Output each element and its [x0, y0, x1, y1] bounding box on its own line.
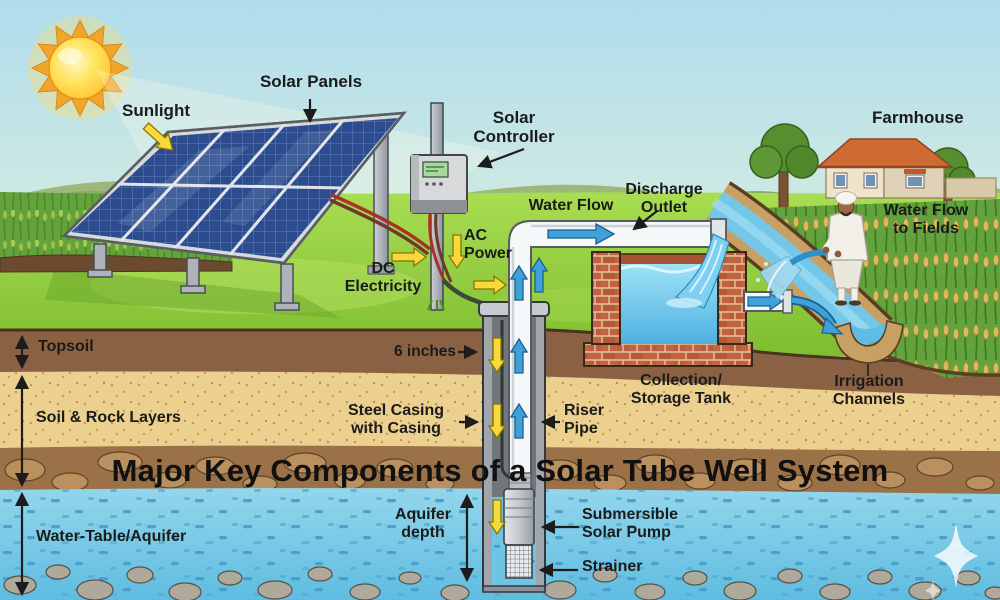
label-six-inches: 6 inches — [394, 343, 457, 360]
blue-flow-arrows — [509, 222, 616, 439]
label-sunlight: Sunlight — [122, 101, 190, 120]
label-aquifer-depth: Aquifer depth — [395, 506, 451, 541]
label-discharge-outlet: Discharge Outlet — [625, 181, 703, 216]
farmer-illustration — [756, 191, 869, 306]
label-solar-controller: Solar Controller — [473, 108, 555, 147]
label-ac-power: AC Power — [464, 227, 513, 262]
label-steel-casing: Steel Casing with Casing — [347, 402, 445, 437]
storage-tank — [583, 251, 753, 367]
solar-panel-array — [61, 111, 407, 311]
label-strainer: Strainer — [582, 558, 643, 575]
water-flow-arrow — [547, 222, 616, 246]
label-solar-panels: Solar Panels — [259, 72, 363, 91]
tree — [749, 123, 819, 215]
label-farmhouse: Farmhouse — [872, 108, 964, 127]
label-topsoil: Topsoil — [38, 338, 94, 355]
controller-lcd — [422, 161, 449, 178]
label-water-flow: Water Flow — [528, 197, 614, 214]
ac-down-arrow — [447, 234, 467, 270]
label-collection-storage-tank: Collection/ Storage Tank — [630, 372, 732, 407]
discharge-arrow — [632, 210, 658, 231]
diagram-title: Major Key Components of a Solar Tube Wel… — [111, 453, 889, 488]
label-water-flow-to-fields: Water Flow to Fields — [883, 202, 969, 237]
yellow-flow-arrows — [142, 122, 508, 536]
label-dc-electricity: DC Electricity — [344, 260, 422, 295]
label-arrows — [14, 99, 658, 597]
dc-arrow — [391, 246, 428, 268]
solar-controller-arrow — [476, 147, 525, 169]
sparkle-icon — [925, 522, 978, 600]
label-irrigation-channels: Irrigation Channels — [832, 373, 905, 408]
solar-controller-unit — [329, 102, 505, 321]
label-submersible-solar-pump: Submersible Solar Pump — [582, 506, 679, 541]
label-riser-pipe: Riser Pipe — [564, 402, 605, 437]
flow-arrow-right — [747, 291, 784, 312]
sun-icon — [28, 16, 132, 120]
compound-wall — [945, 177, 997, 199]
waterfall — [666, 233, 730, 309]
sunlight-arrow — [142, 122, 174, 151]
farmhouse-illustration — [816, 138, 955, 199]
submersible-pump — [503, 472, 535, 579]
ac-right-arrow — [473, 274, 508, 296]
strainer-mesh — [505, 544, 533, 579]
label-soil-rock-layers: Soil & Rock Layers — [36, 409, 181, 426]
label-water-table-aquifer: Water-Table/Aquifer — [36, 528, 187, 545]
